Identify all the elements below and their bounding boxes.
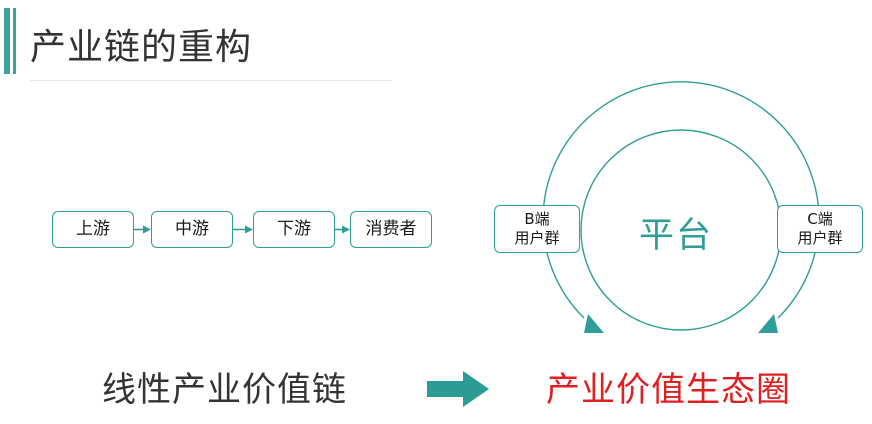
consumer-label: 消费者 [365,218,417,239]
outer-circle-arc [542,81,820,319]
downstream-box: 下游 [253,211,335,248]
b-user-line1: B端 [524,210,550,229]
downstream-label: 下游 [277,218,311,239]
upstream-label: 上游 [76,218,110,239]
upstream-box: 上游 [52,211,134,248]
title-accent-bar [4,8,10,74]
c-user-line1: C端 [807,210,833,229]
left-arc-arrowhead [584,314,604,333]
c-user-line2: 用户群 [797,229,843,247]
title-accent-bar-thin [13,8,16,74]
page-title: 产业链的重构 [30,27,253,68]
ecosystem-label: 产业价值生态圈 [546,370,791,410]
linear-value-chain-label: 线性产业价值链 [102,370,347,410]
transform-arrow-icon [427,371,489,407]
c-user-group-box: C端 用户群 [777,205,863,253]
title-divider [30,80,392,81]
consumer-box: 消费者 [350,211,432,248]
midstream-label: 中游 [175,218,209,239]
b-user-group-box: B端 用户群 [494,205,580,253]
midstream-box: 中游 [151,211,233,248]
platform-label: 平台 [639,216,714,256]
right-arc-arrowhead [758,314,778,333]
b-user-line2: 用户群 [514,229,560,247]
